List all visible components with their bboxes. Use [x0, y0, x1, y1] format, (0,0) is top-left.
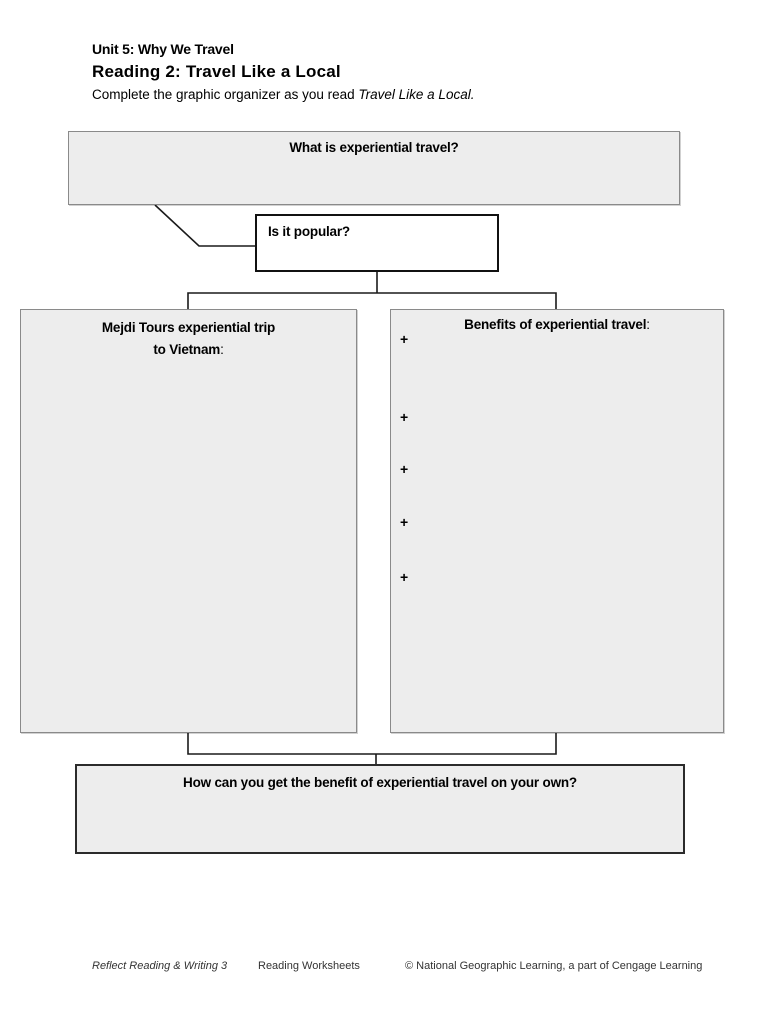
- upper-branch-line: [187, 292, 557, 310]
- left-notes-title-colon: :: [220, 342, 224, 357]
- footer-copyright: © National Geographic Learning, a part o…: [405, 960, 703, 972]
- right-notes-title: Benefits of experiential travel:: [391, 317, 723, 332]
- plus-bullet: +: [400, 461, 409, 477]
- popular-question-label: Is it popular?: [268, 224, 350, 239]
- unit-title: Unit 5: Why We Travel: [92, 41, 234, 57]
- bottom-question-label: How can you get the benefit of experient…: [183, 775, 577, 790]
- right-notes-title-text: Benefits of experiential travel: [464, 317, 647, 332]
- left-notes-title: Mejdi Tours experiential trip to Vietnam:: [21, 317, 356, 361]
- plus-bullet: +: [400, 569, 409, 585]
- right-notes-box: Benefits of experiential travel: + + + +…: [390, 309, 724, 733]
- footer-section-label: Reading Worksheets: [258, 960, 360, 972]
- bottom-question-box: How can you get the benefit of experient…: [75, 764, 685, 854]
- left-notes-title-line1: Mejdi Tours experiential trip: [101, 320, 276, 335]
- instruction-text: Complete the graphic organizer as you re…: [92, 84, 652, 105]
- page-header: Unit 5: Why We Travel Reading 2: Travel …: [92, 40, 652, 105]
- reading-title: Reading 2: Travel Like a Local: [92, 62, 341, 81]
- plus-bullet: +: [400, 409, 409, 425]
- top-question-label: What is experiential travel?: [289, 140, 459, 155]
- plus-bullet: +: [400, 331, 409, 347]
- left-notes-box: Mejdi Tours experiential trip to Vietnam:: [20, 309, 357, 733]
- instruction-prefix: Complete the graphic organizer as you re…: [92, 87, 359, 102]
- lower-branch-line: [187, 733, 557, 755]
- page-footer: Reflect Reading & Writing 3 Reading Work…: [0, 960, 768, 976]
- elbow-connector: [154, 204, 255, 247]
- plus-bullet: +: [400, 514, 409, 530]
- top-question-box: What is experiential travel?: [68, 131, 680, 205]
- footer-book-title: Reflect Reading & Writing 3: [92, 960, 228, 972]
- instruction-reading-title: Travel Like a Local.: [358, 87, 475, 102]
- right-notes-title-colon: :: [646, 317, 650, 332]
- popular-question-box: Is it popular?: [255, 214, 499, 272]
- left-notes-title-line2: to Vietnam: [153, 342, 221, 357]
